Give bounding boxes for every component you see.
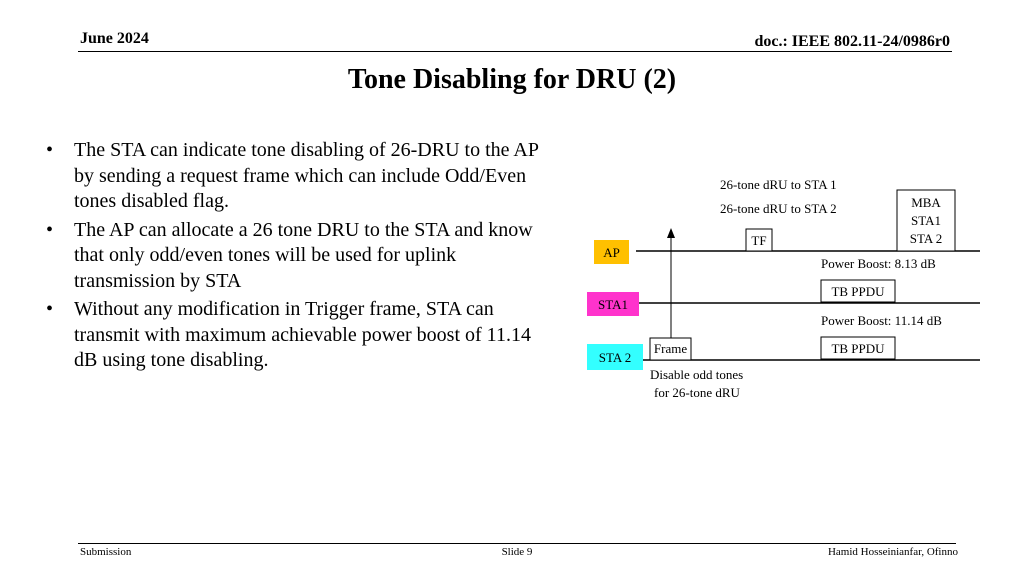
- footer-slide-number: Slide 9: [501, 546, 533, 558]
- sta2-station-box: [587, 344, 643, 370]
- bullet-marker: •: [46, 298, 54, 320]
- bullet-text: The AP can allocate a 26 tone DRU to the…: [74, 218, 533, 292]
- header-date: June 2024: [80, 30, 149, 47]
- mba-sta1-label: STA1: [911, 213, 941, 228]
- tb-ppdu-sta1-label: TB PPDU: [831, 284, 885, 299]
- bullet-text: The STA can indicate tone disabling of 2…: [74, 139, 539, 212]
- bullet-marker: •: [46, 139, 54, 161]
- ap-station-label: AP: [603, 245, 620, 260]
- mba-box: [896, 189, 956, 252]
- alloc-sta1-label: 26-tone dRU to STA 1: [720, 177, 837, 192]
- footer-divider: [78, 543, 956, 544]
- tf-box: [745, 228, 773, 252]
- header-doc-id: doc.: IEEE 802.11-24/0986r0: [754, 33, 950, 50]
- mba-sta2-label: STA 2: [910, 231, 943, 246]
- bullet-marker: •: [46, 218, 54, 241]
- slide-title: Tone Disabling for DRU (2): [347, 64, 677, 95]
- sta1-station-label: STA1: [598, 297, 628, 312]
- bullet-list: • The STA can indicate tone disabling of …: [46, 138, 546, 377]
- arrow-head-icon: [667, 228, 675, 238]
- sta2-station-label: STA 2: [599, 350, 632, 365]
- tf-label: TF: [751, 233, 766, 248]
- bullet-item: • Without any modification in Trigger fra…: [46, 297, 546, 374]
- tb-ppdu-sta2-label: TB PPDU: [831, 341, 885, 356]
- bullet-item: • The AP can allocate a 26 tone DRU to th…: [46, 218, 546, 295]
- disable-note-line1: Disable odd tones: [650, 367, 743, 382]
- footer-submission: Submission: [80, 546, 132, 558]
- footer-author: Hamid Hosseinianfar, Ofinno: [827, 546, 958, 558]
- sta1-station-box: [587, 292, 639, 316]
- mba-label: MBA: [911, 195, 941, 210]
- power-boost-sta2: Power Boost: 11.14 dB: [821, 313, 942, 328]
- bullet-text: Without any modification in Trigger fram…: [74, 298, 531, 371]
- bullet-item: • The STA can indicate tone disabling of …: [46, 138, 546, 215]
- disable-note-line2: for 26-tone dRU: [654, 385, 741, 400]
- ap-station-box: [594, 240, 629, 264]
- header-divider: [78, 51, 952, 52]
- alloc-sta2-label: 26-tone dRU to STA 2: [720, 201, 837, 216]
- power-boost-sta1: Power Boost: 8.13 dB: [821, 256, 936, 271]
- request-frame-box: [649, 337, 692, 361]
- tb-ppdu-sta1-box: [820, 279, 896, 303]
- tb-ppdu-sta2-box: [820, 336, 896, 360]
- request-frame-label: Frame: [654, 341, 687, 356]
